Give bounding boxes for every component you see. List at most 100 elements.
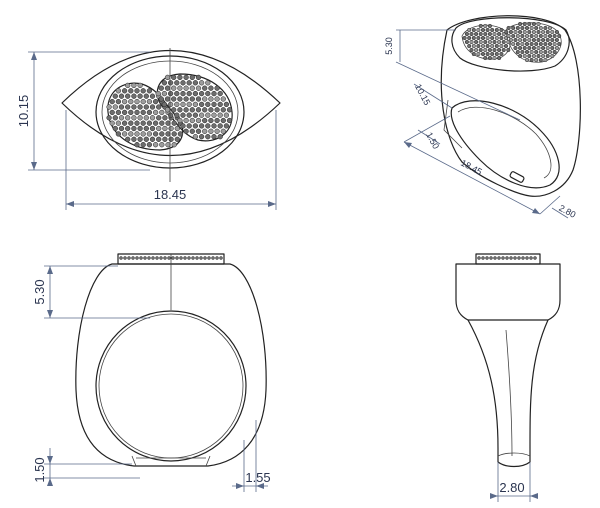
crown-stone <box>191 256 195 260</box>
pave-stone <box>554 29 559 35</box>
pave-stone <box>529 25 534 31</box>
pave-stone <box>497 55 502 61</box>
pave-stone <box>529 49 534 55</box>
pave-stone <box>538 49 543 55</box>
pave-stone <box>131 93 137 99</box>
crown-stone <box>163 256 167 260</box>
pave-stone <box>121 98 128 105</box>
crown-stone <box>167 256 171 260</box>
pave-stone <box>524 57 530 63</box>
pave-stone <box>471 43 476 49</box>
pave-stone <box>152 142 159 148</box>
pave-stone <box>118 115 125 121</box>
pave-stone <box>506 25 511 31</box>
pave-stone <box>137 93 143 99</box>
pave-stone <box>483 31 488 37</box>
crown-stone <box>171 256 175 260</box>
crown-stone <box>497 256 501 260</box>
pave-stone <box>171 142 177 148</box>
pave-stone <box>131 136 137 142</box>
pave-stone <box>177 107 183 113</box>
pave-stone <box>536 21 541 27</box>
crown-stone <box>525 256 529 260</box>
pave-stone <box>189 74 195 81</box>
pave-stone <box>128 120 134 126</box>
crown-stone <box>219 256 223 260</box>
pave-stone <box>152 120 159 126</box>
pave-stone <box>125 82 131 89</box>
pave-stone <box>214 117 220 124</box>
pave-stone <box>159 120 165 126</box>
arrow-head <box>268 201 276 207</box>
pave-stone <box>146 120 153 126</box>
pave-stone <box>180 80 186 86</box>
crown-stone <box>215 256 219 260</box>
pave-stone <box>208 96 214 102</box>
pave-stone <box>195 85 202 91</box>
pave-stone <box>171 74 177 81</box>
pave-stone <box>490 51 495 57</box>
pave-stone <box>534 57 539 63</box>
pave-stone <box>159 109 165 116</box>
pave-stone <box>480 27 486 33</box>
pave-stone <box>226 107 233 113</box>
pave-stone <box>192 134 199 140</box>
pave-stone <box>550 53 555 59</box>
pave-stone <box>497 31 502 37</box>
pave-stone <box>143 125 149 132</box>
pave-stone <box>167 112 174 118</box>
pave-stone <box>167 80 174 86</box>
pave-stone <box>497 47 502 53</box>
pave-stone <box>140 131 146 137</box>
pave-stone <box>467 35 472 41</box>
pave-stone <box>520 41 525 47</box>
pave-stone <box>520 33 525 39</box>
pave-stone <box>483 23 488 29</box>
pave-stone <box>131 125 137 132</box>
pave-stone <box>552 41 557 47</box>
pave-stone <box>109 109 115 116</box>
iso-height-dim <box>413 83 453 109</box>
pave-stone <box>471 51 476 57</box>
pave-stone <box>137 82 143 89</box>
front-view-crown-stones <box>119 256 223 260</box>
pave-stone <box>534 33 539 39</box>
pave-stone <box>189 117 195 124</box>
pave-stone <box>128 98 134 105</box>
front-view-shank-outline <box>75 263 267 467</box>
pave-stone <box>208 128 214 134</box>
pave-stone <box>531 21 536 27</box>
pave-stone <box>513 45 518 51</box>
side-view: 2.80 <box>455 253 561 502</box>
pave-stone <box>198 134 205 140</box>
pave-stone <box>109 120 115 126</box>
pave-stone <box>205 123 211 129</box>
front-view-band-detail <box>131 455 211 467</box>
pave-stone <box>140 88 146 94</box>
iso-band-right-dim <box>551 207 569 219</box>
pave-stone <box>485 51 490 57</box>
pave-stone <box>128 109 134 116</box>
pave-stone <box>513 29 518 35</box>
pave-stone <box>543 41 548 47</box>
pave-stone <box>134 98 140 105</box>
pave-stone <box>487 31 492 37</box>
pave-stone <box>536 29 541 35</box>
pave-stone <box>167 101 174 108</box>
pave-stone <box>217 112 223 118</box>
pave-stone <box>487 23 492 29</box>
pave-stone <box>134 109 140 116</box>
iso-lobe-right <box>505 22 562 63</box>
pave-stone <box>524 25 530 31</box>
arrow-head <box>256 483 264 489</box>
pave-stone <box>192 80 199 86</box>
pave-stone <box>143 136 149 142</box>
pave-stone <box>534 41 539 47</box>
crown-stone <box>493 256 497 260</box>
pave-stone <box>515 49 520 55</box>
pave-stone <box>485 35 490 41</box>
pave-stone <box>214 85 220 91</box>
crown-stone <box>521 256 525 260</box>
pave-stone <box>192 112 199 118</box>
